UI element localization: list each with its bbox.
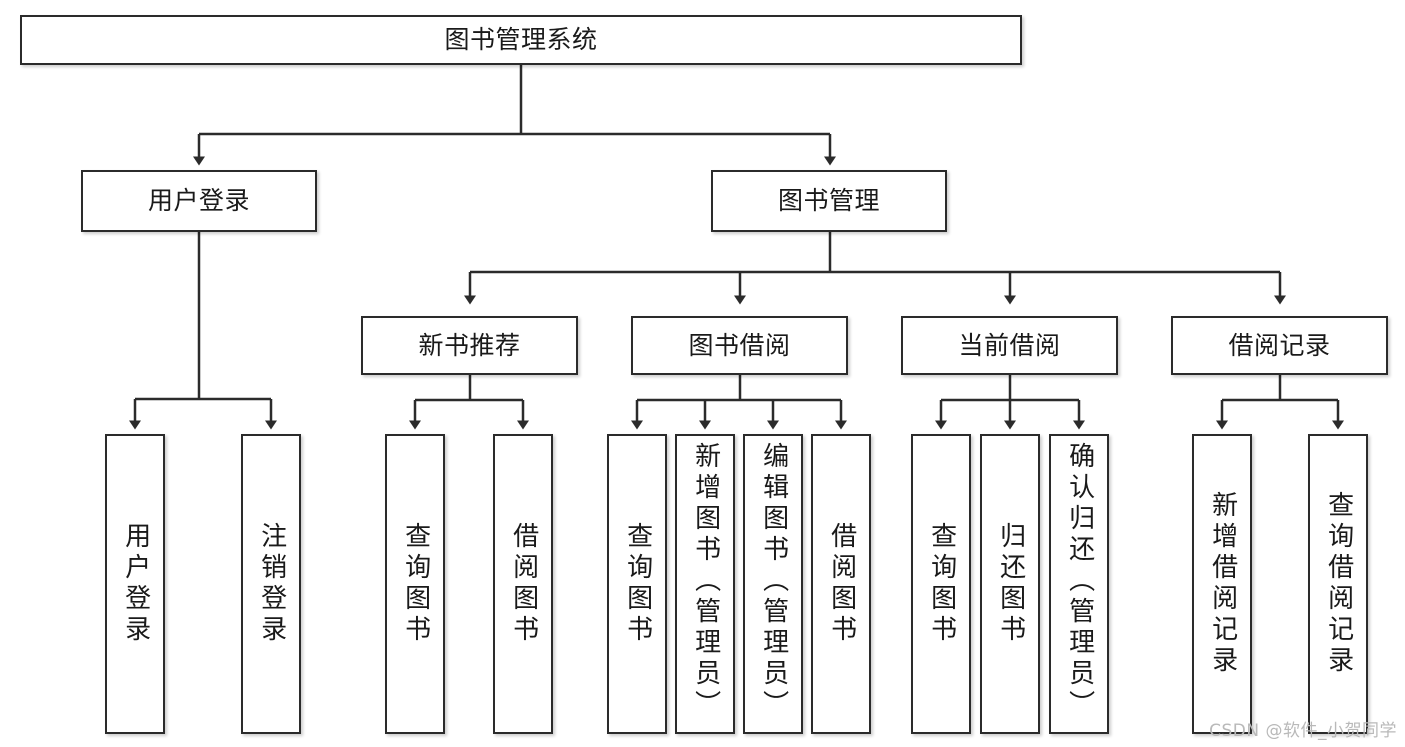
- node-label: 查询借阅记录: [1323, 491, 1354, 677]
- node-label: 借阅图书: [826, 522, 857, 646]
- node-label: 查询图书: [400, 522, 431, 646]
- node-label: 借阅记录: [1228, 330, 1331, 360]
- node-leaf-confirm-return[interactable]: 确认归还（管理员）: [1049, 434, 1109, 734]
- node-current-borrow[interactable]: 当前借阅: [901, 316, 1118, 375]
- node-book-borrow[interactable]: 图书借阅: [631, 316, 848, 375]
- node-label: 查询图书: [622, 522, 653, 646]
- node-label: 新增借阅记录: [1207, 491, 1238, 677]
- node-label: 确认归还（管理员）: [1064, 442, 1095, 721]
- node-label: 图书借阅: [688, 330, 791, 360]
- node-label: 用户登录: [120, 522, 151, 646]
- node-leaf-query-book-3[interactable]: 查询图书: [911, 434, 971, 734]
- node-label: 编辑图书（管理员）: [758, 442, 789, 721]
- node-label: 当前借阅: [958, 330, 1061, 360]
- node-leaf-add-book[interactable]: 新增图书（管理员）: [675, 434, 735, 734]
- node-leaf-add-record[interactable]: 新增借阅记录: [1192, 434, 1252, 734]
- node-label: 图书管理系统: [444, 25, 598, 55]
- node-leaf-borrow-book-1[interactable]: 借阅图书: [493, 434, 553, 734]
- node-label: 用户登录: [147, 186, 250, 216]
- csdn-watermark: CSDN @软件_小贺同学: [1209, 721, 1397, 741]
- node-leaf-query-book-2[interactable]: 查询图书: [607, 434, 667, 734]
- node-leaf-query-book-1[interactable]: 查询图书: [385, 434, 445, 734]
- node-new-book-recommend[interactable]: 新书推荐: [361, 316, 578, 375]
- node-leaf-logout-login[interactable]: 注销登录: [241, 434, 301, 734]
- node-leaf-borrow-book-2[interactable]: 借阅图书: [811, 434, 871, 734]
- node-label: 查询图书: [926, 522, 957, 646]
- node-label: 注销登录: [256, 522, 287, 646]
- node-label: 借阅图书: [508, 522, 539, 646]
- node-root-book-management-system[interactable]: 图书管理系统: [20, 15, 1022, 65]
- node-book-management[interactable]: 图书管理: [711, 170, 947, 232]
- node-label: 新增图书（管理员）: [690, 442, 721, 721]
- node-label: 归还图书: [995, 522, 1026, 646]
- node-leaf-user-login[interactable]: 用户登录: [105, 434, 165, 734]
- node-borrow-record[interactable]: 借阅记录: [1171, 316, 1388, 375]
- node-leaf-edit-book[interactable]: 编辑图书（管理员）: [743, 434, 803, 734]
- node-leaf-query-record[interactable]: 查询借阅记录: [1308, 434, 1368, 734]
- node-user-login[interactable]: 用户登录: [81, 170, 317, 232]
- node-label: 图书管理: [777, 186, 880, 216]
- node-label: 新书推荐: [418, 330, 521, 360]
- node-leaf-return-book[interactable]: 归还图书: [980, 434, 1040, 734]
